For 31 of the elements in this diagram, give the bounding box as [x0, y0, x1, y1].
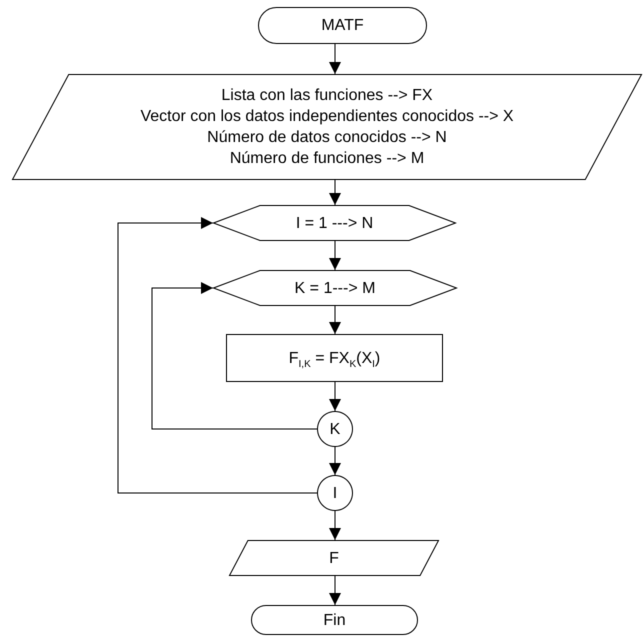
arrow — [329, 382, 341, 412]
loop-hexagon — [213, 205, 456, 241]
terminator-shape — [258, 7, 427, 44]
node-text: Vector con los datos independientes conocidos --> X — [140, 107, 514, 127]
arrow — [329, 446, 341, 476]
arrow — [118, 217, 318, 494]
arrow — [329, 180, 341, 206]
node-text: MATF — [321, 16, 364, 36]
terminator-shape — [251, 605, 418, 635]
arrow — [152, 282, 318, 430]
node-text: I = 1 ---> N — [296, 214, 374, 234]
arrow — [329, 44, 341, 74]
node-text: Fin — [323, 610, 346, 630]
connector-label: I — [332, 484, 338, 504]
connector-circle — [317, 475, 353, 511]
node-text: K = 1---> M — [294, 278, 376, 298]
connector-circle — [317, 411, 353, 447]
loop-hexagon — [213, 270, 457, 306]
arrow — [329, 576, 341, 606]
node-text: Lista con las funciones --> FX — [221, 86, 433, 106]
arrow — [329, 240, 341, 270]
input-output-parallelogram — [12, 74, 642, 180]
node-text: F — [329, 548, 339, 568]
node-text: F$_{I,K}$ = FX$_{K}$(X$_{I}$) — [288, 348, 380, 368]
node-text: Número de datos conocidos --> N — [207, 128, 447, 148]
arrow — [329, 510, 341, 540]
connector-label: K — [330, 420, 340, 440]
node-text: Número de funciones --> M — [230, 149, 424, 169]
process-box — [226, 334, 443, 382]
arrow — [329, 306, 341, 334]
input-output-parallelogram — [229, 540, 439, 576]
